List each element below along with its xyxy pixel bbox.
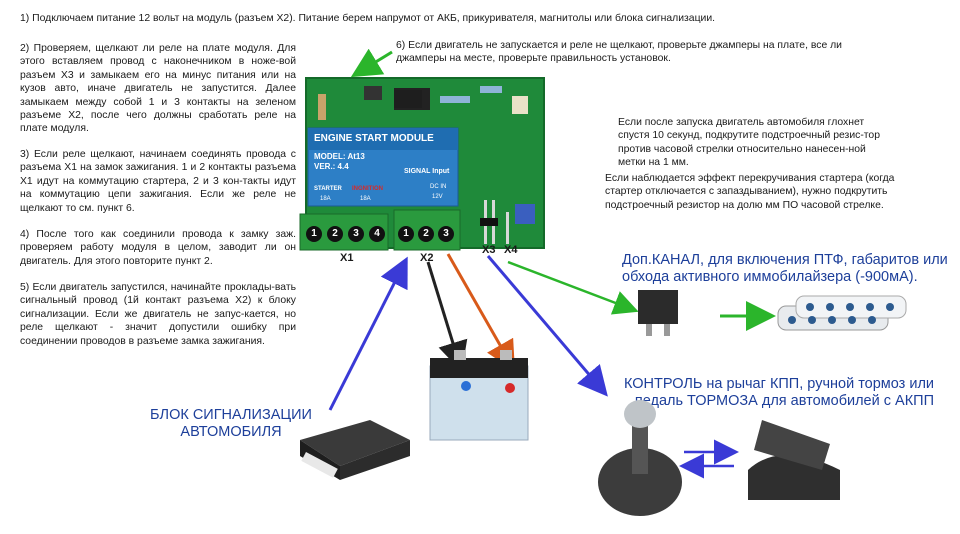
module-ignition: INGNITION [352,186,383,192]
resistor-3 [480,86,502,93]
module-title: ENGINE START MODULE [314,133,434,144]
x2-pin-3: 3 [438,226,454,242]
module-starter: STARTER [314,186,342,192]
arrow-alarm-to-x2 [330,262,405,410]
x4-pin [506,212,509,244]
resistor-1 [318,94,326,120]
module-dc-volt: 12V [432,194,443,200]
relay-image [638,290,678,336]
connector-x4-label: X4 [504,244,517,256]
module-signal: SIGNAL Input [404,168,449,175]
x1-pin-4: 4 [369,226,385,242]
optocoupler [394,90,422,108]
gear-shift-image [598,400,682,516]
x1-pin-3: 3 [348,226,364,242]
connector-x1-label: X1 [340,252,353,264]
x2-pin-1: 1 [398,226,414,242]
resistor-2 [440,96,470,103]
connector-x2-label: X2 [420,252,433,264]
module-amp-starter: 18A [320,196,331,202]
drl-lights-image [778,296,906,330]
module-amp-ignition: 18A [360,196,371,202]
module-version: VER.: 4.4 [314,162,349,171]
trimmer-resistor [515,204,535,224]
module-dc-in: DC IN [430,184,446,190]
x2-pin-2: 2 [418,226,434,242]
battery-image [430,350,528,440]
x1-pin-2: 2 [327,226,343,242]
module-model: MODEL: At13 [314,152,365,161]
x1-pin-1: 1 [306,226,322,242]
arrow-step6 [356,52,392,74]
capacitor [512,96,528,114]
transistor [364,86,382,100]
connector-x3-label: X3 [482,244,495,256]
handbrake-image [748,420,840,500]
alarm-unit-image [300,420,410,480]
